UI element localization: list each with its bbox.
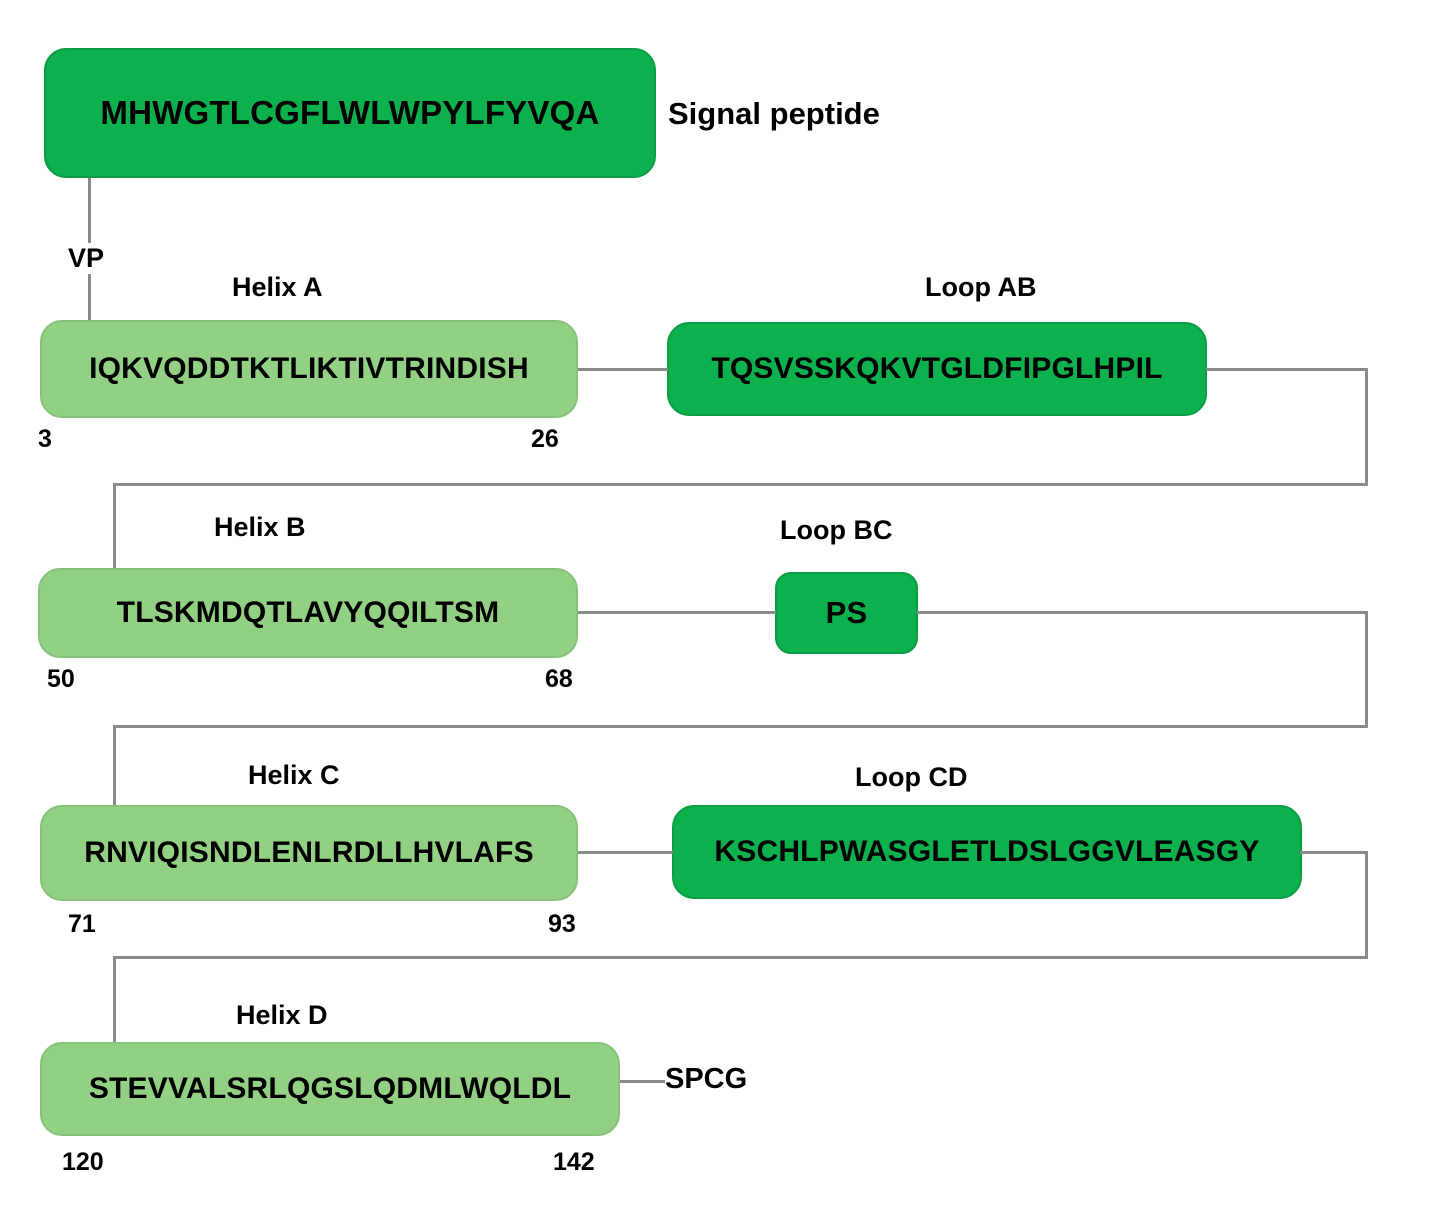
loop-cd-header: Loop CD (855, 762, 968, 792)
helix-a-header: Helix A (232, 272, 323, 302)
helix-c-sequence: RNVIQISNDLENLRDLLHVLAFS (84, 836, 534, 869)
connector-loopbc-right (917, 611, 1368, 614)
helix-c-start-number: 71 (68, 910, 96, 938)
spcg-label: SPCG (665, 1063, 748, 1095)
helix-a-sequence: IQKVQDDTKTLIKTIVTRINDISH (89, 352, 529, 385)
helix-a-start-number: 3 (38, 425, 52, 453)
connector-into-helixd (113, 956, 116, 1046)
helix-d-sequence: STEVVALSRLQGSLQDMLWQLDL (88, 1072, 572, 1105)
helix-a-box: IQKVQDDTKTLIKTIVTRINDISH (40, 320, 578, 418)
connector-loopab-right (1206, 368, 1368, 371)
helix-b-box: TLSKMDQTLAVYQQILTSM (38, 568, 578, 658)
signal-peptide-label: Signal peptide (668, 96, 880, 131)
loop-ab-box: TQSVSSKQKVTGLDFIPGLHPIL (667, 322, 1207, 416)
signal-peptide-sequence: MHWGTLCGFLWLWPYLFYVQA (100, 94, 600, 131)
helix-a-end-number: 26 (531, 425, 559, 453)
helix-b-start-number: 50 (47, 665, 75, 693)
loop-ab-sequence: TQSVSSKQKVTGLDFIPGLHPIL (711, 352, 1163, 385)
helix-b-sequence: TLSKMDQTLAVYQQILTSM (116, 596, 500, 629)
helix-b-header: Helix B (214, 512, 306, 542)
helix-d-header: Helix D (236, 1000, 328, 1030)
connector-into-helixb (113, 483, 116, 577)
connector-loopbc-down (1365, 611, 1368, 728)
connector-helixb-loopbc (578, 611, 776, 614)
helix-c-end-number: 93 (548, 910, 576, 938)
connector-loopcd-right (1300, 851, 1368, 854)
loop-bc-sequence: PS (825, 595, 868, 630)
helix-d-box: STEVVALSRLQGSLQDMLWQLDL (40, 1042, 620, 1136)
loop-cd-box: KSCHLPWASGLETLDSLGGVLEASGY (672, 805, 1302, 899)
helix-d-start-number: 120 (62, 1148, 104, 1176)
helix-d-end-number: 142 (553, 1148, 595, 1176)
helix-b-end-number: 68 (545, 665, 573, 693)
connector-loopcd-down (1365, 851, 1368, 959)
connector-loopab-down (1365, 368, 1368, 485)
helix-c-box: RNVIQISNDLENLRDLLHVLAFS (40, 805, 578, 901)
connector-loopcd-left (113, 956, 1368, 959)
connector-helixd-spcg (620, 1080, 665, 1083)
connector-loopab-left (113, 483, 1368, 486)
helix-c-header: Helix C (248, 760, 340, 790)
vp-label: VP (66, 243, 107, 274)
loop-cd-sequence: KSCHLPWASGLETLDSLGGVLEASGY (714, 835, 1260, 868)
loop-bc-header: Loop BC (780, 515, 893, 545)
connector-helixa-loopab (578, 368, 668, 371)
loop-ab-header: Loop AB (925, 272, 1037, 302)
loop-bc-box: PS (775, 572, 918, 654)
connector-loopbc-left (113, 725, 1368, 728)
connector-helixc-loopcd (578, 851, 673, 854)
signal-peptide-box: MHWGTLCGFLWLWPYLFYVQA (44, 48, 656, 178)
connector-into-helixc (113, 725, 116, 813)
